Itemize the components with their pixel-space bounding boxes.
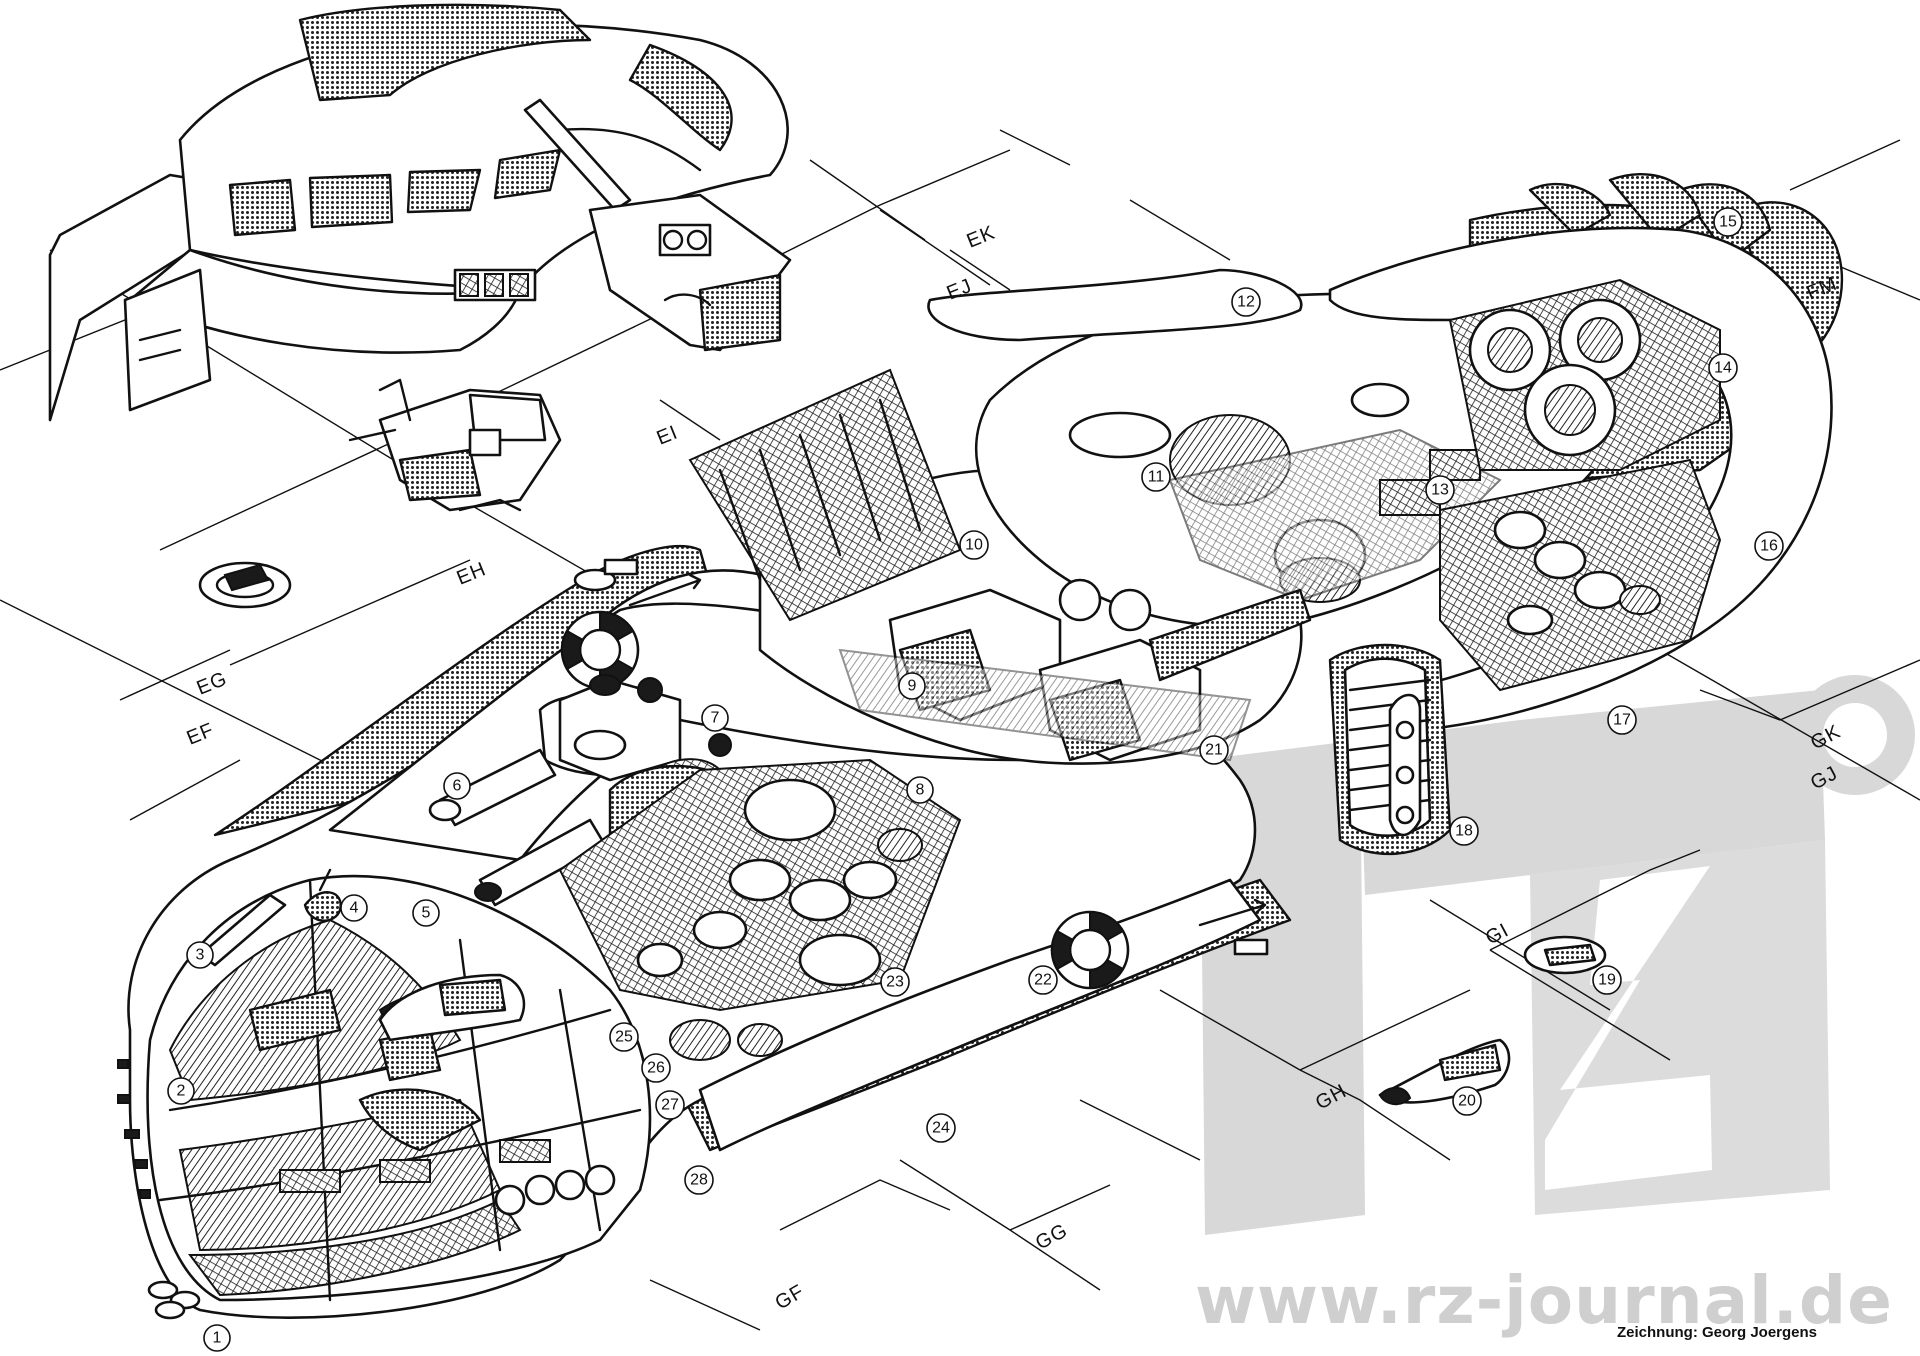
callout-4: 4	[340, 894, 368, 922]
svg-text:27: 27	[661, 1097, 679, 1114]
svg-text:7: 7	[711, 710, 720, 727]
callout-10: 10	[959, 530, 989, 560]
svg-text:15: 15	[1719, 214, 1737, 231]
callout-21: 21	[1199, 735, 1229, 765]
hull-arrows	[603, 558, 1269, 956]
callout-17: 17	[1607, 705, 1637, 735]
callout-11: 11	[1141, 462, 1171, 492]
aft-engine-cluster	[1439, 278, 1722, 692]
callout-25: 25	[609, 1022, 639, 1052]
callout-6: 6	[443, 772, 471, 800]
nose-thrusters	[117, 1059, 201, 1320]
callout-19: 19	[1592, 965, 1622, 995]
grid-label-gi: GI	[1482, 919, 1513, 949]
callout-15: 15	[1713, 207, 1743, 237]
watermark-url: www.rz-journal.de	[1195, 1262, 1893, 1339]
callout-16: 16	[1754, 531, 1784, 561]
svg-text:5: 5	[422, 905, 431, 922]
callout-20: 20	[1452, 1086, 1482, 1116]
space-station-hull	[48, 3, 789, 422]
scout-ship-20	[1378, 1038, 1511, 1106]
svg-text:10: 10	[965, 537, 983, 554]
svg-text:13: 13	[1431, 482, 1449, 499]
svg-text:16: 16	[1760, 538, 1778, 555]
callout-7: 7	[701, 704, 729, 732]
svg-text:12: 12	[1237, 294, 1255, 311]
callout-2: 2	[167, 1077, 195, 1105]
svg-text:17: 17	[1613, 712, 1631, 729]
forward-hangar-shuttle	[378, 973, 526, 1042]
svg-text:14: 14	[1714, 360, 1732, 377]
grid-label-eg: EG	[194, 668, 231, 700]
callout-28: 28	[684, 1165, 714, 1195]
svg-text:21: 21	[1205, 742, 1223, 759]
floor-pad-19	[1523, 935, 1607, 975]
svg-text:18: 18	[1455, 823, 1473, 840]
callout-8: 8	[906, 776, 934, 804]
grid-label-eh: EH	[454, 558, 490, 590]
callout-3: 3	[186, 941, 214, 969]
svg-text:6: 6	[453, 778, 462, 795]
svg-text:9: 9	[908, 678, 917, 695]
callout-23: 23	[880, 967, 910, 997]
svg-text:26: 26	[647, 1060, 665, 1077]
svg-text:22: 22	[1034, 972, 1052, 989]
grid-label-gf: GF	[772, 1280, 809, 1314]
svg-text:4: 4	[350, 900, 359, 917]
callout-27: 27	[655, 1090, 685, 1120]
callout-5: 5	[412, 899, 440, 927]
callout-9: 9	[898, 672, 926, 700]
svg-text:25: 25	[615, 1029, 633, 1046]
callout-14: 14	[1708, 353, 1738, 383]
callout-24: 24	[926, 1113, 956, 1143]
landing-markers	[560, 568, 1130, 990]
forward-cabin-cutaway	[146, 874, 652, 1302]
callout-22: 22	[1028, 965, 1058, 995]
svg-text:11: 11	[1148, 469, 1165, 486]
grid-label-ef: EF	[184, 719, 218, 750]
mid-machinery	[1068, 382, 1502, 682]
small-shuttle	[348, 378, 562, 512]
watermark-logo	[1200, 675, 1915, 1235]
forward-hull-details	[198, 868, 342, 967]
svg-text:2: 2	[177, 1083, 186, 1100]
central-machinery	[558, 758, 962, 1061]
landing-gear-pod	[1328, 643, 1452, 856]
grid-label-ek: EK	[964, 221, 999, 252]
svg-text:19: 19	[1598, 972, 1616, 989]
svg-text:8: 8	[916, 782, 925, 799]
svg-text:24: 24	[932, 1120, 950, 1137]
callout-12: 12	[1231, 287, 1261, 317]
callout-13: 13	[1425, 475, 1455, 505]
hangar-bay-door	[688, 368, 962, 622]
svg-text:28: 28	[690, 1172, 708, 1189]
svg-text:23: 23	[886, 974, 904, 991]
callout-18: 18	[1449, 816, 1479, 846]
callouts: 1 2 3 4 5 6 7 8 9 10 11 12 13 14 15 16 1…	[167, 207, 1784, 1352]
callout-26: 26	[641, 1053, 671, 1083]
grid-label-ei: EI	[654, 421, 682, 449]
svg-text:1: 1	[213, 1330, 222, 1347]
illustration-credit: Zeichnung: Georg Joergens	[1617, 1324, 1818, 1341]
svg-text:20: 20	[1458, 1093, 1476, 1110]
callout-1: 1	[203, 1324, 231, 1352]
svg-text:3: 3	[196, 947, 205, 964]
floor-drone	[198, 561, 292, 609]
docking-crane	[523, 98, 792, 352]
